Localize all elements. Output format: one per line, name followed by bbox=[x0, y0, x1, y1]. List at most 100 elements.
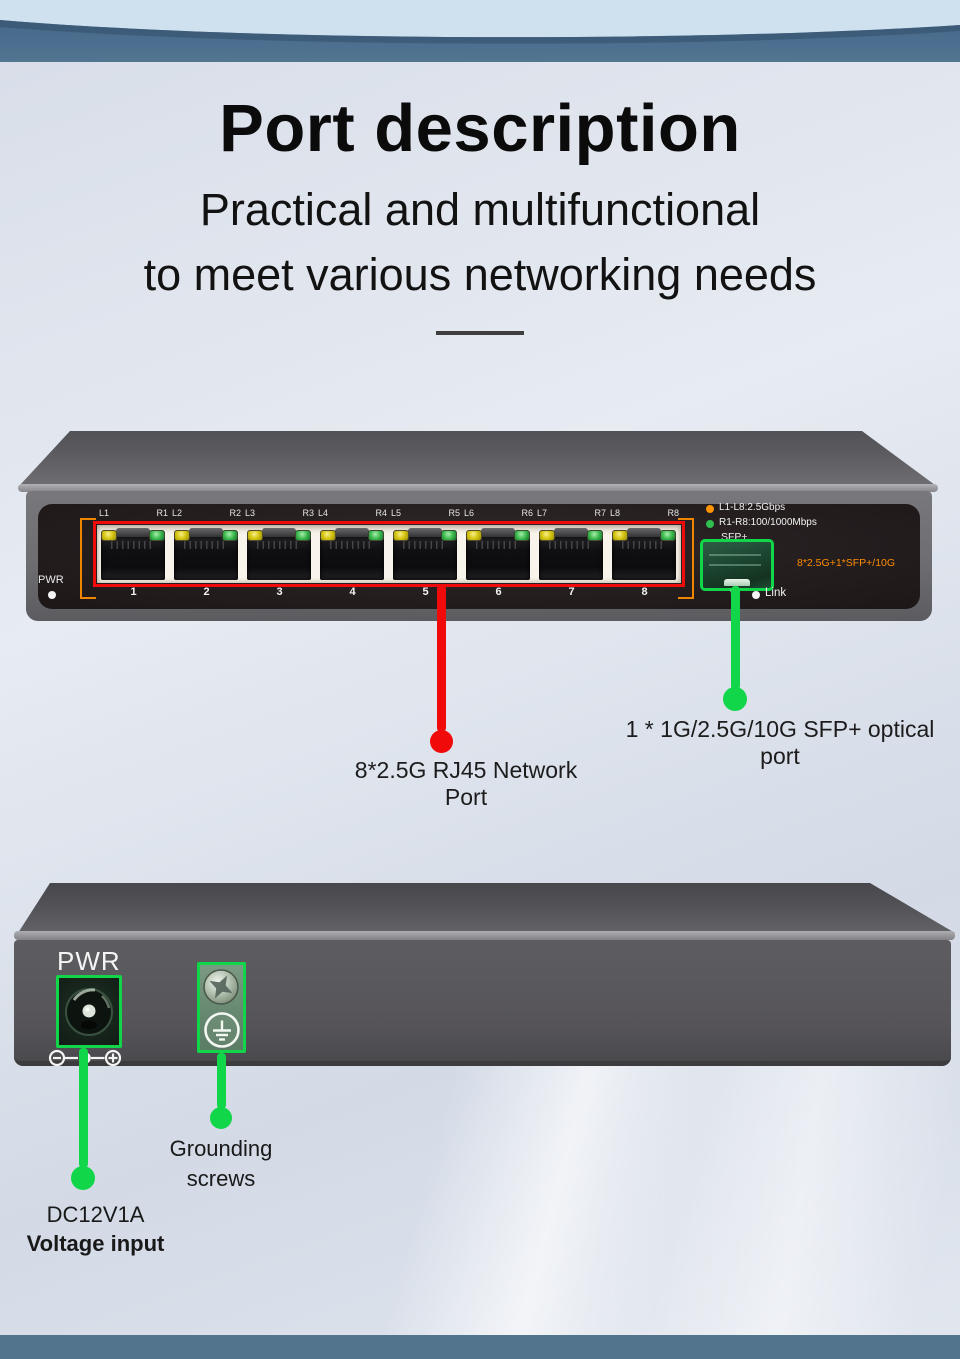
rj45-port bbox=[535, 525, 608, 583]
port-label-cell: L3 R3 bbox=[243, 508, 316, 522]
rj45-port bbox=[316, 525, 389, 583]
rj45-connector-icon bbox=[320, 528, 384, 580]
port-number-label: 2 bbox=[203, 586, 210, 598]
led-green-icon bbox=[149, 530, 165, 541]
front-switch-top-bevel bbox=[20, 431, 935, 485]
led-green-icon bbox=[295, 530, 311, 541]
grounding-callout-dot-icon bbox=[210, 1107, 232, 1129]
front-pwr-label: PWR bbox=[38, 574, 64, 586]
rj45-latch bbox=[262, 528, 296, 538]
port-number-label: 5 bbox=[422, 586, 429, 598]
title-divider bbox=[436, 331, 524, 335]
sfp-callout-dot-icon bbox=[723, 687, 747, 711]
led-green-icon bbox=[587, 530, 603, 541]
rear-switch-top-bevel bbox=[18, 883, 955, 933]
led-yellow-icon bbox=[101, 530, 117, 541]
rj45-pins bbox=[330, 541, 374, 549]
legend-green-dot-icon bbox=[706, 520, 714, 528]
port-left-label: L6 bbox=[464, 508, 475, 518]
rj45-pins bbox=[184, 541, 228, 549]
led-yellow-icon bbox=[247, 530, 263, 541]
led-yellow-icon bbox=[539, 530, 555, 541]
rj45-connector-icon bbox=[101, 528, 165, 580]
phillips-screw-icon bbox=[203, 969, 239, 1005]
rear-pwr-label: PWR bbox=[57, 946, 121, 976]
rj45-ports-strip bbox=[97, 525, 681, 583]
dc-text-line1: DC12V1A bbox=[46, 1202, 145, 1227]
rj45-latch bbox=[554, 528, 588, 538]
rj45-pins bbox=[476, 541, 520, 549]
led-yellow-icon bbox=[320, 530, 336, 541]
led-green-icon bbox=[368, 530, 384, 541]
page-title: Port description bbox=[219, 91, 741, 166]
legend-orange-dot-icon bbox=[706, 505, 714, 513]
legend-orange-text: L1-L8:2.5Gbps bbox=[719, 502, 786, 513]
rj45-connector-icon bbox=[174, 528, 238, 580]
grounding-text-line2: screws bbox=[186, 1166, 256, 1191]
port-left-label: L2 bbox=[172, 508, 183, 518]
led-green-icon bbox=[514, 530, 530, 541]
port-number-label: 6 bbox=[495, 586, 502, 598]
port-number-label: 4 bbox=[349, 586, 356, 598]
led-yellow-icon bbox=[466, 530, 482, 541]
rj45-port bbox=[389, 525, 462, 583]
port-left-label: L5 bbox=[391, 508, 402, 518]
rj45-latch bbox=[335, 528, 369, 538]
port-label-cell: L5 R5 bbox=[389, 508, 462, 522]
rj45-ports-highlight-box bbox=[93, 521, 685, 587]
port-left-label: L8 bbox=[610, 508, 621, 518]
port-number-label: 3 bbox=[276, 586, 283, 598]
rj45-pins bbox=[257, 541, 301, 549]
dc-polarity-icon bbox=[48, 1049, 122, 1067]
dc-callout-text: DC12V1A Voltage input bbox=[13, 1200, 178, 1258]
rj45-latch bbox=[627, 528, 661, 538]
sfp-callout-line bbox=[731, 586, 740, 690]
dc-jack-icon bbox=[65, 988, 113, 1036]
port-right-label: R5 bbox=[448, 508, 460, 518]
sfp-callout-text: 1 * 1G/2.5G/10G SFP+ optical port bbox=[625, 716, 935, 769]
port-right-label: R7 bbox=[594, 508, 606, 518]
dc-jack-highlight-box bbox=[56, 975, 122, 1048]
led-yellow-icon bbox=[393, 530, 409, 541]
led-green-icon bbox=[660, 530, 676, 541]
rj45-port bbox=[170, 525, 243, 583]
link-led-icon bbox=[752, 591, 760, 599]
port-right-label: R2 bbox=[229, 508, 241, 518]
led-green-icon bbox=[441, 530, 457, 541]
rj45-connector-icon bbox=[393, 528, 457, 580]
rj45-port bbox=[243, 525, 316, 583]
sfp-port bbox=[700, 539, 774, 591]
rj45-port bbox=[97, 525, 170, 583]
top-wave-icon bbox=[0, 0, 960, 44]
port-right-label: R3 bbox=[302, 508, 314, 518]
rear-switch-faceplate bbox=[14, 940, 951, 1066]
port-right-label: R1 bbox=[156, 508, 168, 518]
rj45-pins bbox=[549, 541, 593, 549]
rj45-latch bbox=[116, 528, 150, 538]
port-left-label: L1 bbox=[99, 508, 110, 518]
rj45-connector-icon bbox=[466, 528, 530, 580]
sfp-latch-icon bbox=[724, 579, 750, 586]
rj45-port bbox=[462, 525, 535, 583]
port-label-cell: L8 R8 bbox=[608, 508, 681, 522]
link-label: Link bbox=[765, 587, 787, 599]
port-right-label: R6 bbox=[521, 508, 533, 518]
rj45-latch bbox=[189, 528, 223, 538]
rj45-latch bbox=[408, 528, 442, 538]
port-number-label: 8 bbox=[641, 586, 648, 598]
port-label-cell: L2 R2 bbox=[170, 508, 243, 522]
port-right-label: R8 bbox=[667, 508, 679, 518]
dc-callout-dot-icon bbox=[71, 1166, 95, 1190]
port-left-label: L4 bbox=[318, 508, 329, 518]
port-number-label: 1 bbox=[130, 586, 137, 598]
port-left-label: L3 bbox=[245, 508, 256, 518]
rj45-pins bbox=[403, 541, 447, 549]
front-switch-edge-highlight bbox=[18, 484, 938, 492]
grounding-callout-line bbox=[217, 1053, 226, 1109]
led-yellow-icon bbox=[612, 530, 628, 541]
led-green-icon bbox=[222, 530, 238, 541]
